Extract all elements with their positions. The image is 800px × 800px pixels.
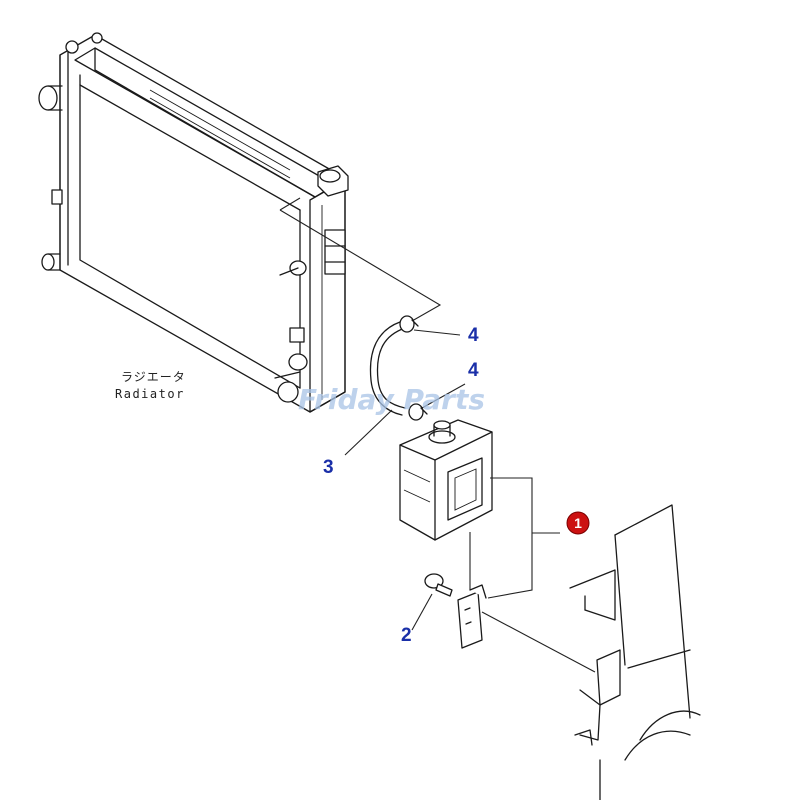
leader-callout-3 bbox=[344, 409, 393, 456]
callout-3[interactable]: 3 bbox=[323, 457, 334, 478]
callout-badge-1[interactable]: 1 bbox=[566, 511, 590, 535]
overflow-hose bbox=[369, 321, 406, 416]
radiator-label-english: Radiator bbox=[115, 387, 185, 401]
leader-callout-4-upper bbox=[413, 329, 461, 336]
callout-1-number: 1 bbox=[574, 515, 582, 531]
callout-2[interactable]: 2 bbox=[401, 625, 412, 646]
radiator-label-japanese: ラジエータ bbox=[121, 370, 186, 384]
leader-radiator-to-clamp bbox=[279, 209, 442, 326]
leader-callout-2 bbox=[411, 593, 433, 631]
callout-4-lower[interactable]: 4 bbox=[468, 360, 479, 381]
callout-4-upper[interactable]: 4 bbox=[468, 325, 479, 346]
vehicle-frame bbox=[569, 504, 701, 800]
reservoir-tank bbox=[399, 419, 493, 541]
leader-callout-1 bbox=[487, 477, 560, 599]
bolt bbox=[424, 573, 453, 597]
radiator bbox=[38, 32, 349, 413]
watermark-logo: Friday Parts bbox=[298, 383, 485, 416]
hose-clamp-upper bbox=[399, 315, 419, 333]
tank-bracket bbox=[457, 584, 487, 649]
hose-clamp-lower bbox=[408, 403, 428, 421]
leader-callout-4-lower bbox=[421, 383, 466, 409]
